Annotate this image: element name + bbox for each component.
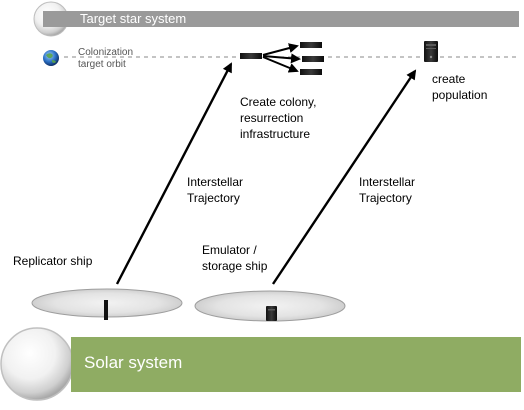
create-colony-line1: Create colony, <box>240 95 317 109</box>
create-population-line2: population <box>432 88 488 102</box>
replicator-ship-label: Replicator ship <box>13 254 93 268</box>
create-population-line1: create <box>432 72 466 86</box>
population-server-icon <box>424 41 438 62</box>
create-colony-line2: resurrection <box>240 111 304 125</box>
create-colony-line3: infrastructure <box>240 127 311 141</box>
trajectory-left-line2: Trajectory <box>187 191 240 205</box>
emulator-ship-label-line1: Emulator / <box>202 243 257 257</box>
emulator-ship-icon <box>266 306 277 321</box>
solar-system-bar <box>71 337 521 392</box>
orbit-label-line2: target orbit <box>78 59 126 70</box>
trajectory-right-line1: Interstellar <box>359 175 416 189</box>
colony-server-icon <box>240 42 324 75</box>
emulator-ship-label-line2: storage ship <box>202 259 268 273</box>
trajectory-left-line1: Interstellar <box>187 175 244 189</box>
orbit-label-line1: Colonization <box>78 47 134 58</box>
trajectory-arrow-right <box>272 69 417 285</box>
target-star-system-bar <box>43 11 519 27</box>
target-star-system-label: Target star system <box>80 11 187 26</box>
solar-system-label: Solar system <box>84 353 183 372</box>
replicator-ship-icon <box>104 300 108 320</box>
solar-system-sphere <box>0 327 74 401</box>
trajectory-arrow-left <box>115 62 233 285</box>
trajectory-right-line2: Trajectory <box>359 191 412 205</box>
earth-icon <box>43 50 59 66</box>
